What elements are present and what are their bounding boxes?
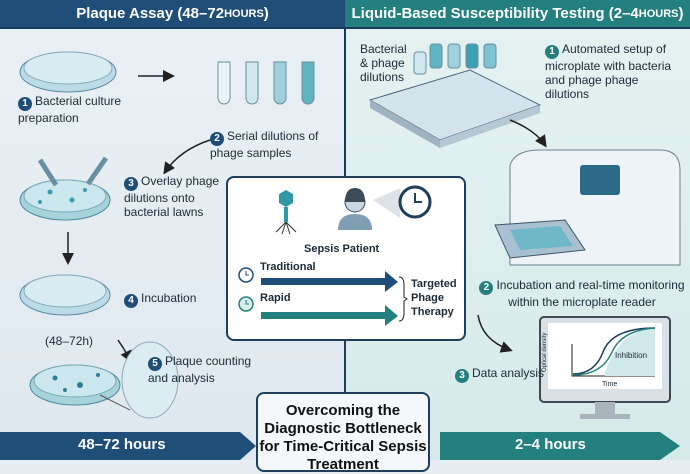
step-text: Incubation and real-time monitoring with… (496, 278, 685, 309)
step-number-badge: 5 (148, 357, 162, 371)
bottleneck-title: Overcoming the Diagnostic Bottleneck for… (259, 402, 427, 473)
step-text: Incubation (141, 291, 197, 305)
clock-icon (398, 185, 432, 219)
duration-label-right: 2–4 hours (515, 436, 586, 453)
plaque-dish-icon (29, 341, 179, 419)
step-number-badge: 1 (545, 45, 559, 59)
arrow-icon (509, 119, 547, 148)
plaque-assay-header: Plaque Assay (48–72 HOURS) (0, 0, 345, 29)
traditional-arrow (261, 271, 398, 292)
duration-note: (48–72h) (45, 334, 94, 348)
test-tubes-icon (217, 61, 315, 105)
header-unit: HOURS (224, 7, 264, 20)
patient-label: Sepsis Patient (304, 243, 380, 255)
incubation-dish-icon (19, 274, 111, 316)
sepsis-comparison-box: Sepsis Patient Traditional Rapid Targete… (226, 176, 466, 341)
petri-dish-icon (19, 51, 117, 93)
chart-annotation: Inhibition (615, 351, 648, 360)
arrow-icon (163, 139, 211, 175)
rapid-arrow (261, 305, 398, 326)
header-unit: HOURS (638, 7, 679, 20)
bottleneck-title-box: Overcoming the Diagnostic Bottleneck for… (256, 392, 430, 473)
duration-arrow-left (0, 432, 256, 460)
header-text: Plaque Assay (48–72 (76, 5, 225, 22)
chart-y-label: Optical density (542, 332, 548, 372)
arrow-icon (477, 314, 513, 353)
clock-icon (238, 267, 254, 283)
dilutions-label: Bacterial & phage dilutions (360, 42, 407, 84)
treated-curve (572, 327, 656, 376)
step-text: Plaque counting and analysis (148, 354, 252, 385)
overlay-dish-icon (19, 156, 111, 221)
step-number-badge: 3 (124, 177, 138, 191)
illustrations (0, 43, 681, 460)
step-number-badge: 4 (124, 294, 138, 308)
center-art (238, 185, 432, 326)
microplate-icon (368, 69, 542, 148)
microplate-reader-icon (494, 149, 681, 266)
step-number-badge: 2 (479, 281, 494, 295)
patient-icon (338, 188, 372, 230)
header-end: ) (678, 5, 684, 22)
traditional-label: Traditional (260, 261, 316, 273)
step-text: Automated setup of microplate with bacte… (545, 42, 672, 101)
panel-divider (344, 0, 346, 178)
header-end: ) (263, 5, 269, 22)
step-text: Bacterial culture preparation (18, 94, 122, 125)
step-number-badge: 3 (455, 369, 469, 383)
outcome-label: Targeted Phage Therapy (411, 278, 457, 318)
duration-arrow-right (440, 432, 680, 460)
rapid-label: Rapid (260, 292, 291, 304)
clock-icon (238, 296, 254, 312)
step-text: Overlay phage dilutions onto bacterial l… (124, 174, 220, 219)
step-text: Serial dilutions of phage samples (210, 129, 319, 160)
step-text: Data analysis (472, 366, 545, 380)
dilution-tubes-icon (413, 43, 497, 75)
growth-curve-chart (571, 327, 656, 377)
bacteriophage-icon (275, 190, 297, 235)
step-number-badge: 2 (210, 132, 224, 146)
duration-label-left: 48–72 hours (78, 436, 166, 453)
header-text: Liquid-Based Susceptibility Testing (2–4 (351, 5, 639, 22)
step-number-badge: 1 (18, 97, 32, 111)
liquid-testing-header: Liquid-Based Susceptibility Testing (2–4… (345, 0, 690, 29)
control-curve (572, 327, 656, 375)
chart-x-label: Time (602, 381, 618, 388)
brace (398, 276, 408, 322)
